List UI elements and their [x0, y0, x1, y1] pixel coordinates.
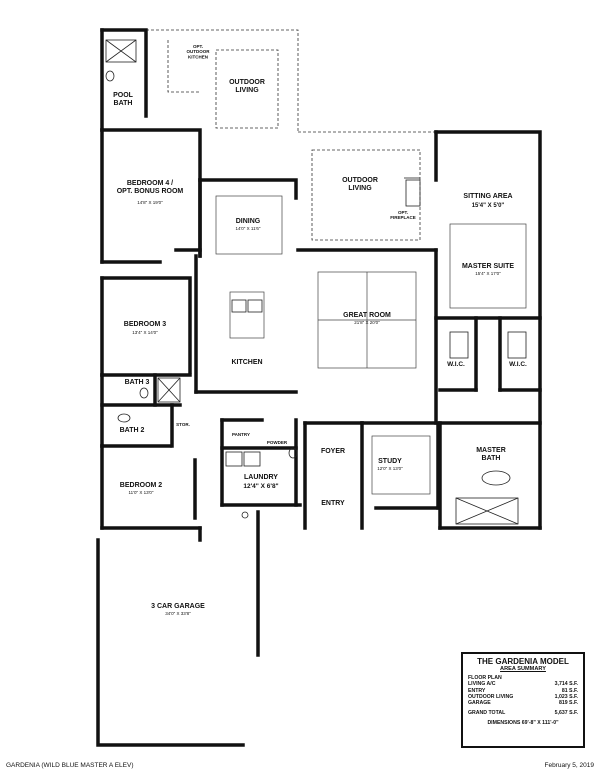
- summary-row: ENTRY 81 S.F.: [468, 688, 578, 694]
- summary-row: GARAGE 819 S.F.: [468, 700, 578, 706]
- summary-row-label: ENTRY: [468, 687, 486, 694]
- summary-row: LIVING A/C 3,714 S.F.: [468, 681, 578, 687]
- entry-label: ENTRY: [321, 500, 345, 507]
- dining-label: DINING: [236, 218, 261, 225]
- footer-left: GARDENIA (WILD BLUE MASTER A ELEV): [6, 762, 134, 769]
- dining-dim: 14'0" X 11'6": [235, 226, 260, 231]
- bedroom4-dim: 14'8" X 19'0": [137, 200, 163, 205]
- bedroom3-label: BEDROOM 3: [124, 321, 167, 328]
- foyer-label: FOYER: [321, 448, 345, 455]
- summary-dimensions: DIMENSIONS 69'-8" X 111'-0": [487, 720, 559, 727]
- laundry-label: LAUNDRY: [244, 474, 278, 481]
- study-dim: 12'0" X 13'0": [377, 466, 403, 471]
- powder-label: POWDER: [267, 440, 288, 445]
- walls: [96, 28, 542, 747]
- kitchen-label: KITCHEN: [231, 359, 262, 366]
- pantry-label: PANTRY: [232, 432, 250, 437]
- fixtures: [105, 39, 527, 525]
- wic-right-label: W.I.C.: [509, 361, 527, 368]
- bath2-label: BATH 2: [120, 427, 145, 434]
- garage-dim: 34'0" X 33'8": [165, 611, 191, 616]
- summary-total-row: GRAND TOTAL 5,637 S.F.: [468, 710, 578, 716]
- summary-row-label: OUTDOOR LIVING: [468, 693, 514, 700]
- summary-row-value: 81 S.F.: [561, 687, 578, 694]
- garage-label: 3 CAR GARAGE: [151, 603, 205, 610]
- summary-row-label: GARAGE: [468, 700, 491, 707]
- sitting-area-label: SITTING AREA: [463, 193, 512, 200]
- study-label: STUDY: [378, 458, 402, 465]
- bedroom4-label: BEDROOM 4 /OPT. BONUS ROOM: [117, 180, 184, 195]
- bedroom2-dim: 11'0" X 13'0": [128, 490, 153, 495]
- summary-total-value: 5,637 S.F.: [554, 710, 578, 717]
- summary-row-value: 1,023 S.F.: [554, 693, 578, 700]
- fireplace-label: OPT.FIREPLACE: [390, 210, 416, 220]
- summary-row-value: 3,714 S.F.: [554, 681, 578, 688]
- great-room-dim: 21'8" X 20'0": [354, 320, 380, 325]
- summary-subtitle: AREA SUMMARY: [500, 666, 546, 672]
- summary-total-label: GRAND TOTAL: [468, 710, 506, 717]
- bedroom3-dim: 13'4" X 14'0": [132, 330, 158, 335]
- summary-row-value: 819 S.F.: [558, 700, 578, 707]
- master-suite-dim: 15'4" X 17'0": [475, 271, 501, 276]
- area-summary-box: THE GARDENIA MODEL AREA SUMMARY FLOOR PL…: [461, 652, 585, 748]
- wic-left-label: W.I.C.: [447, 361, 465, 368]
- great-room-label: GREAT ROOM: [343, 312, 391, 319]
- ceiling-outlines: [215, 195, 527, 495]
- summary-section: FLOOR PLAN: [468, 675, 502, 682]
- summary-row: OUTDOOR LIVING 1,023 S.F.: [468, 694, 578, 700]
- stor-label: STOR.: [176, 422, 190, 427]
- footer-right: February 5, 2019: [544, 762, 594, 769]
- bedroom2-label: BEDROOM 2: [120, 482, 163, 489]
- bath3-label: BATH 3: [125, 379, 150, 386]
- sitting-area-dim: 15'4" X 5'0": [472, 203, 505, 209]
- summary-row-label: LIVING A/C: [468, 681, 496, 688]
- summary-title: THE GARDENIA MODEL: [477, 657, 569, 666]
- laundry-dim: 12'4" X 6'8": [243, 483, 278, 490]
- master-suite-label: MASTER SUITE: [462, 263, 514, 270]
